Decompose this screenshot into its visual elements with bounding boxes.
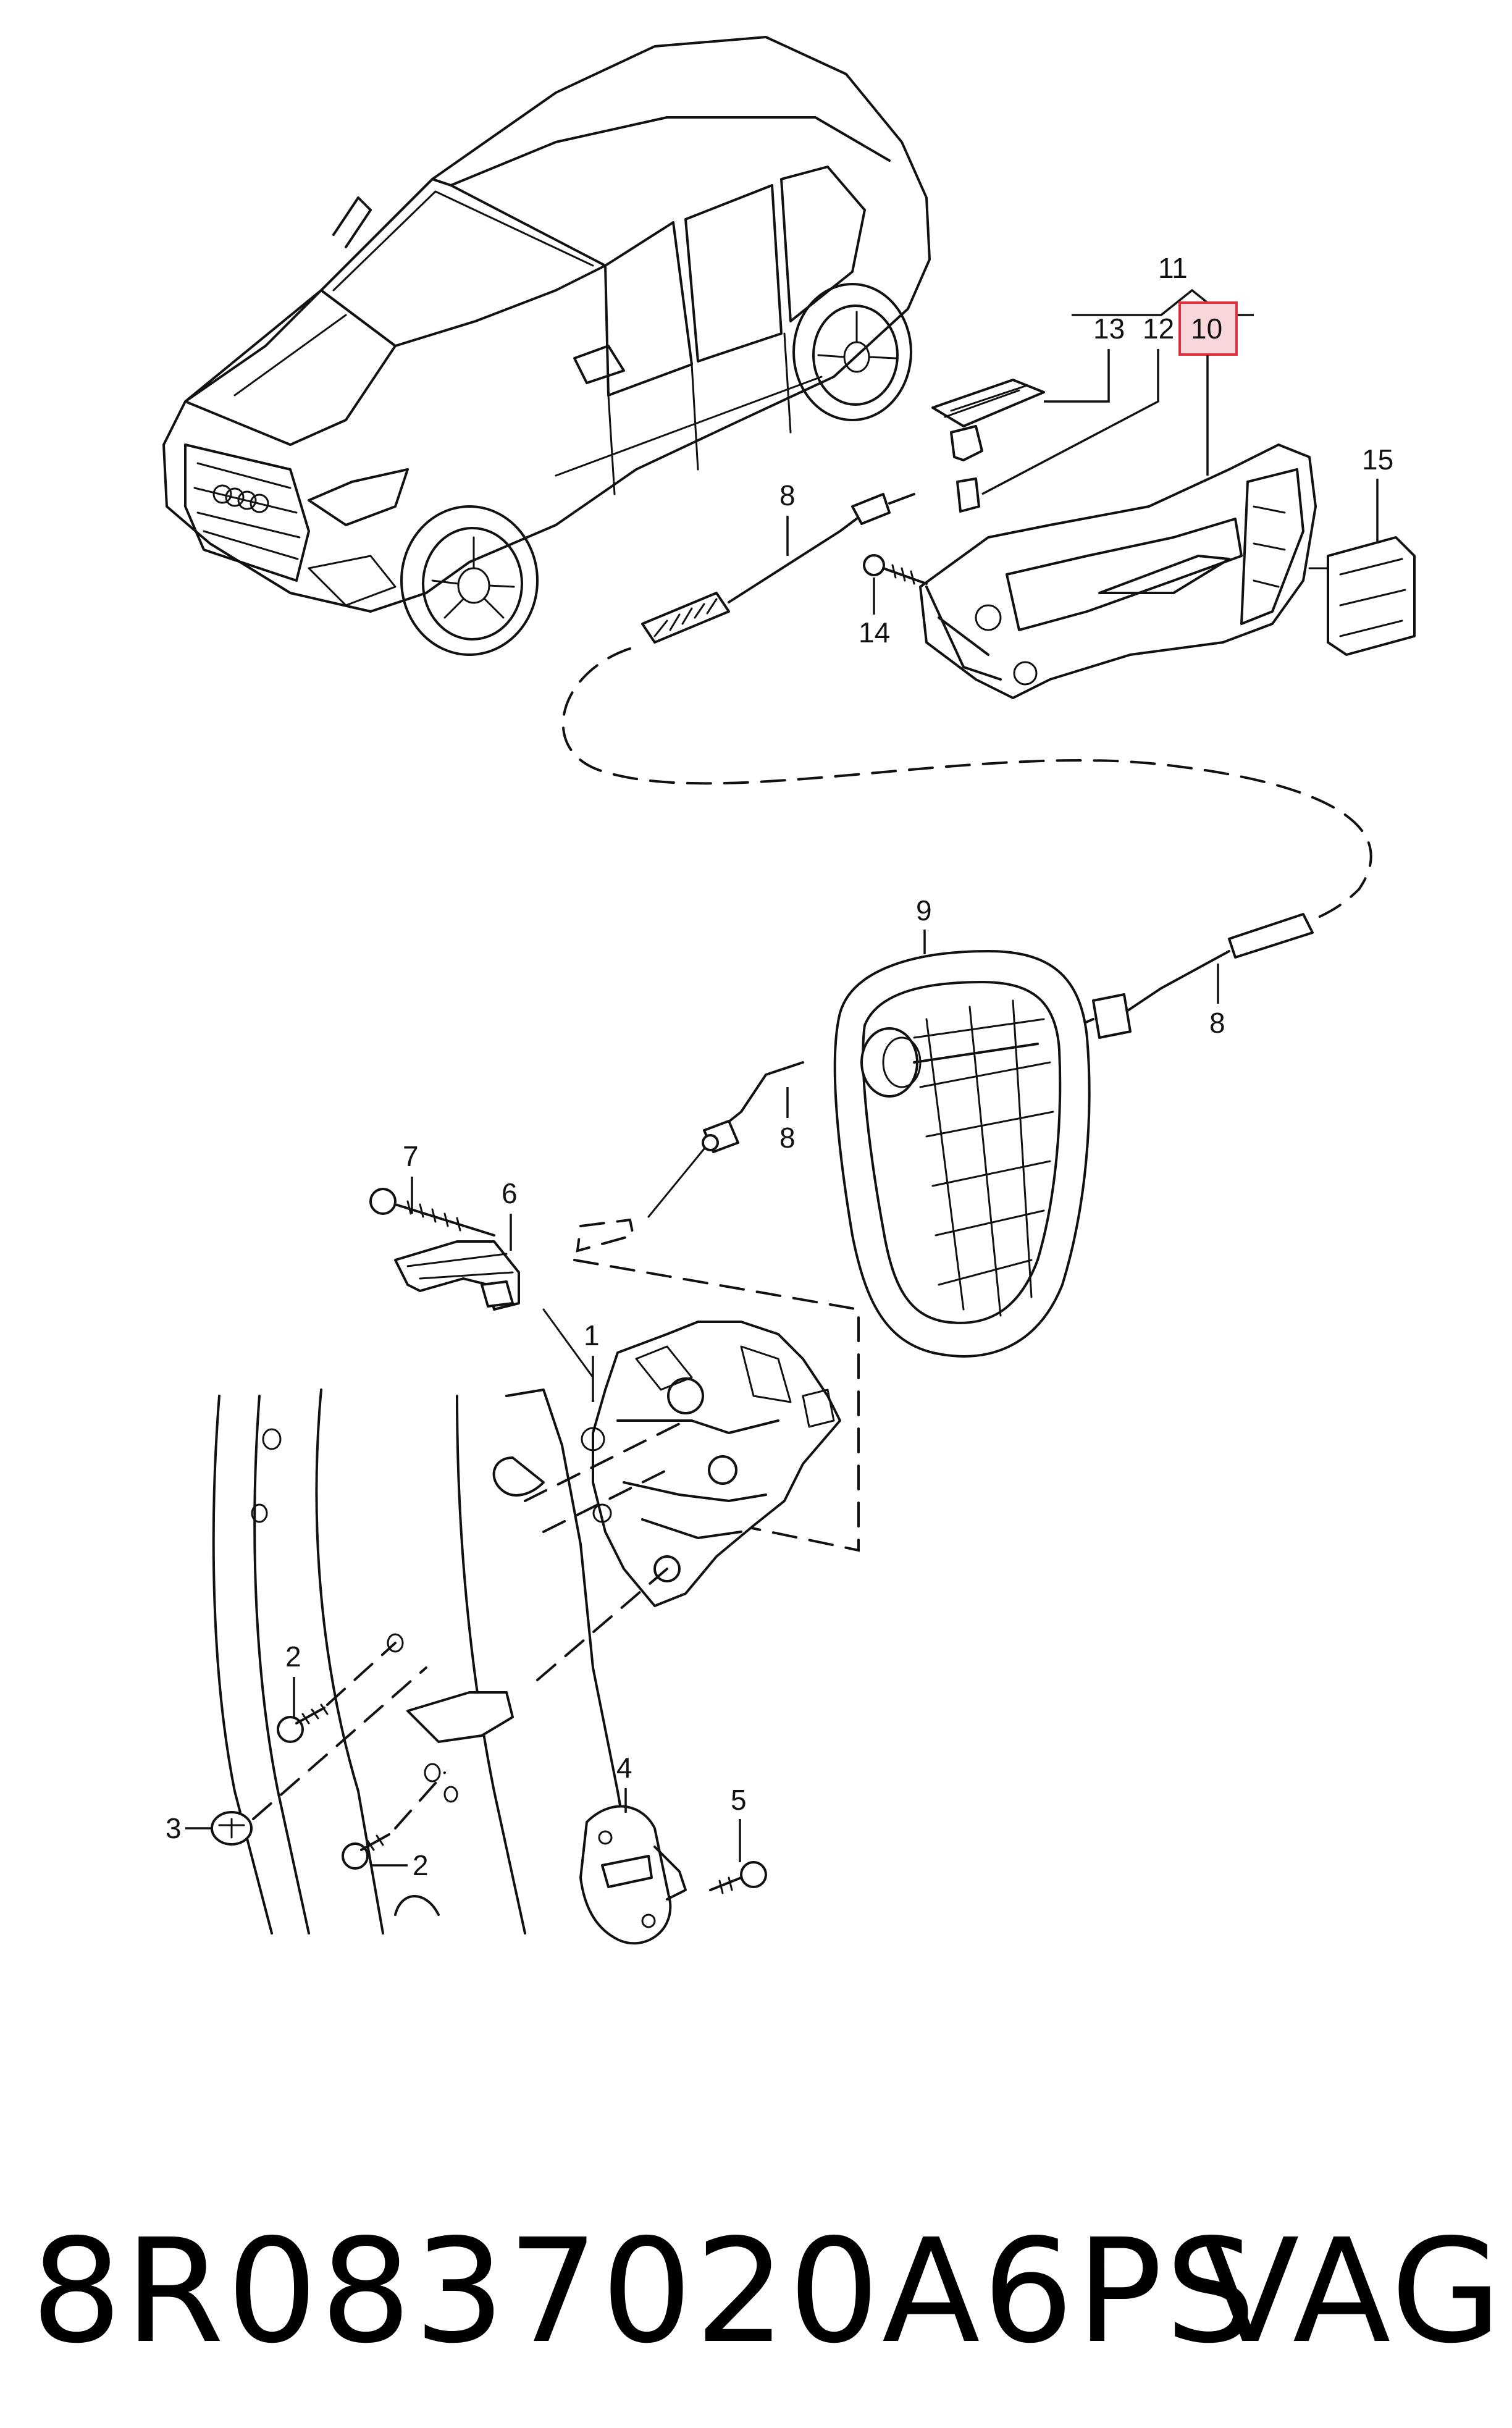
- cable-assembly: [561, 493, 1372, 1253]
- callout-15: 15: [1362, 443, 1393, 476]
- brand-text: VAG: [1201, 2208, 1504, 2375]
- callout-10: 10: [1191, 313, 1222, 345]
- callout-14: 14: [859, 616, 890, 649]
- callout-5: 5: [731, 1784, 747, 1816]
- callout-2b: 2: [413, 1849, 429, 1881]
- interior-handle-assembly: [863, 288, 1416, 699]
- callout-10-highlight: [1178, 301, 1238, 356]
- callout-2a: 2: [285, 1640, 301, 1673]
- door-lock-assembly: [212, 1259, 860, 1934]
- callout-7: 7: [403, 1140, 419, 1172]
- callout-8a: 8: [779, 479, 796, 511]
- part-number-text: 8R0837020A6PS: [31, 2208, 1259, 2375]
- callout-11: 11: [1158, 252, 1188, 284]
- callout-4: 4: [616, 1752, 632, 1784]
- callout-3: 3: [166, 1812, 182, 1844]
- callout-1: 1: [584, 1319, 600, 1351]
- callout-9: 9: [916, 894, 932, 926]
- callout-8c: 8: [779, 1122, 796, 1154]
- callout-12: 12: [1143, 313, 1174, 345]
- vehicle-illustration: [162, 36, 931, 656]
- callout-8b: 8: [1209, 1007, 1225, 1039]
- screws-and-cap: [211, 1642, 446, 1870]
- bracket-and-screw: [369, 1188, 594, 1379]
- striker-plate: [579, 1805, 767, 1945]
- callout-13: 13: [1093, 313, 1125, 345]
- callout-6: 6: [502, 1177, 518, 1209]
- door-seal-panel: [833, 950, 1091, 1358]
- callouts: 11 13 12 10 15 14 8 9 8 8 7 6 1 2: [166, 252, 1393, 1881]
